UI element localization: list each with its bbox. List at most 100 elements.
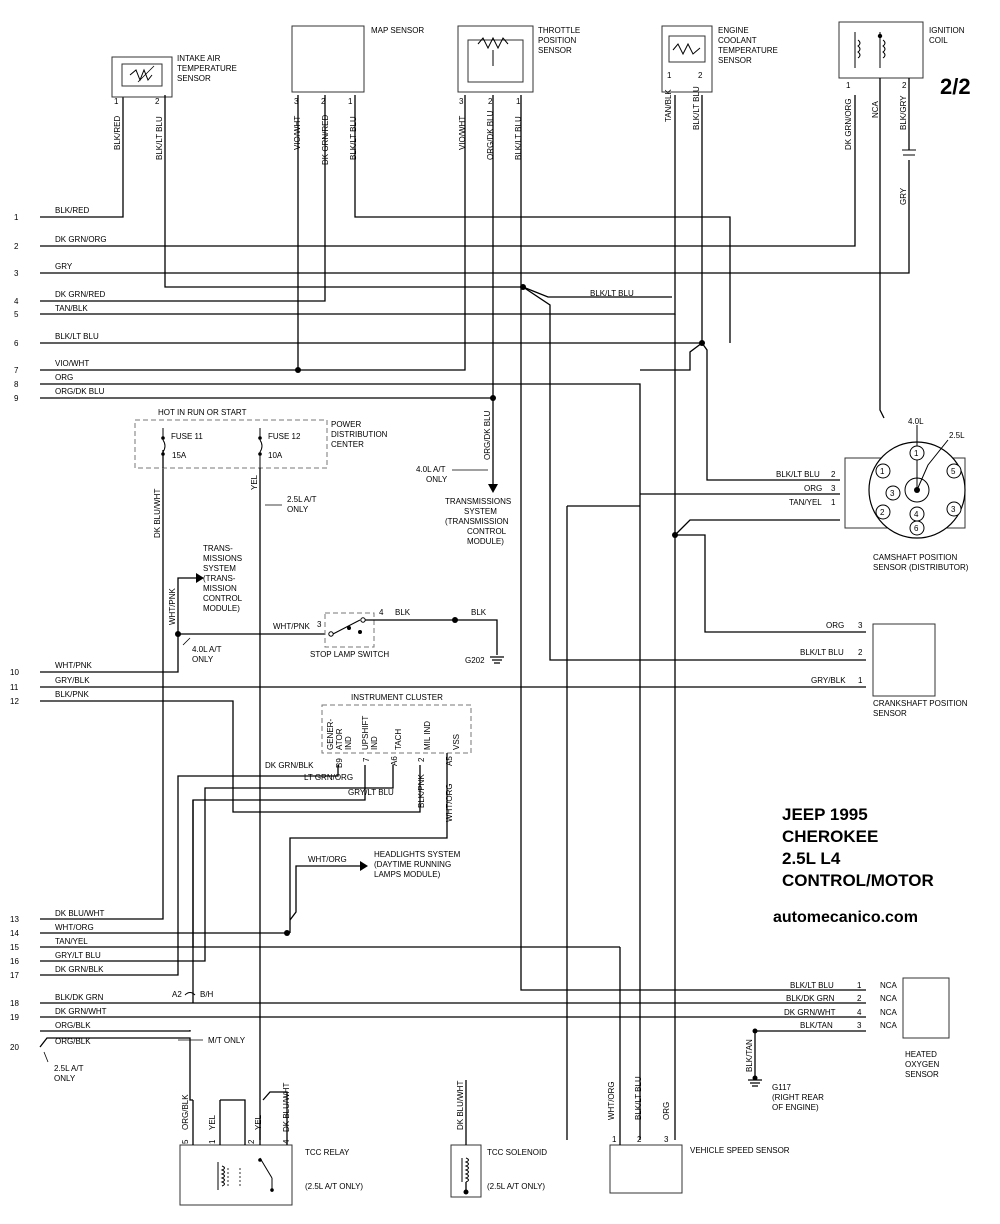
wire-label: DK GRN/RED bbox=[55, 290, 105, 299]
wire-label: ORG bbox=[55, 373, 73, 382]
label-line: POSITION bbox=[538, 36, 576, 45]
wire-label: TAN/BLK bbox=[55, 304, 88, 313]
label-line: CONTROL bbox=[203, 594, 243, 603]
nca-label: NCA bbox=[880, 981, 898, 990]
label-line: CRANKSHAFT POSITION bbox=[873, 699, 968, 708]
wire-label: VIO/WHT bbox=[55, 359, 89, 368]
terminal-number: 12 bbox=[10, 697, 19, 706]
pin-number: A6 bbox=[390, 756, 399, 766]
engine-coolant-temperature-sensor: ENGINE COOLANT TEMPERATURE SENSOR 1 2 TA… bbox=[661, 25, 778, 343]
wire-label: BLK/GRY bbox=[899, 95, 908, 130]
label-line: (RIGHT REAR bbox=[772, 1093, 824, 1102]
pin-number: 1 bbox=[516, 97, 521, 106]
wire-label: ORG/BLK bbox=[55, 1021, 91, 1030]
wire-label: ORG/BLK bbox=[181, 1094, 190, 1130]
nca-label: NCA bbox=[880, 1021, 898, 1030]
dist-terminal: 2 bbox=[880, 508, 885, 517]
terminal-number: 13 bbox=[10, 915, 19, 924]
wire-label: YEL bbox=[208, 1114, 217, 1130]
wire-label: VIO/WHT bbox=[458, 116, 467, 150]
wire-label: YEL bbox=[254, 1114, 263, 1130]
label-line: SENSOR bbox=[538, 46, 572, 55]
note-line: 2.5L A/T bbox=[54, 1064, 84, 1073]
headlights-system: WHT/ORG HEADLIGHTS SYSTEM (DAYTIME RUNNI… bbox=[289, 850, 461, 921]
nca-label: NCA bbox=[880, 1008, 898, 1017]
label-line: CAMSHAFT POSITION bbox=[873, 553, 958, 562]
connector-label: A2 bbox=[172, 990, 182, 999]
pin-number: 3 bbox=[294, 97, 299, 106]
wire-label: BLK/TAN bbox=[745, 1039, 754, 1072]
terminal-number: 11 bbox=[10, 683, 19, 692]
label-line: (DAYTIME RUNNING bbox=[374, 860, 451, 869]
wire-label: ORG bbox=[804, 484, 822, 493]
stop-lamp-switch: WHT/PNK 3 4 BLK BLK G202 STOP LAMP SWITC… bbox=[178, 608, 504, 665]
pin-number: 1 bbox=[831, 498, 836, 507]
note-line: 2.5L A/T bbox=[287, 495, 317, 504]
pin-number: 2 bbox=[698, 71, 703, 80]
label-line: INSTRUMENT CLUSTER bbox=[351, 693, 443, 702]
website: automecanico.com bbox=[773, 909, 918, 926]
pin-number: 2 bbox=[417, 757, 426, 762]
dist-terminal: 3 bbox=[951, 505, 956, 514]
note-line: ONLY bbox=[54, 1074, 76, 1083]
label-line: MAP SENSOR bbox=[371, 26, 424, 35]
instrument-cluster: INSTRUMENT CLUSTER GENER- ATOR IND UPSHI… bbox=[192, 693, 472, 1003]
pin-number: 1 bbox=[846, 81, 851, 90]
label-line: VEHICLE SPEED SENSOR bbox=[690, 1146, 790, 1155]
wire-label: DK GRN/WHT bbox=[784, 1008, 836, 1017]
pin-number: 4 bbox=[379, 608, 384, 617]
wire-label: TAN/YEL bbox=[55, 937, 88, 946]
label-line: TRANSMISSIONS bbox=[445, 497, 511, 506]
wire-label: BLK/DK GRN bbox=[55, 993, 104, 1002]
cluster-item: VSS bbox=[452, 734, 461, 750]
pin-number: 2 bbox=[858, 648, 863, 657]
pin-number: 3 bbox=[317, 620, 322, 629]
wire-label: BLK/PNK bbox=[55, 690, 89, 699]
wire-label: DK GRN/ORG bbox=[844, 98, 853, 150]
dist-terminal: 1 bbox=[880, 467, 885, 476]
note-line: ONLY bbox=[287, 505, 309, 514]
wire-label: DK BLU/WHT bbox=[153, 489, 162, 538]
tcc-relay: 5 1 2 4 ORG/BLK YEL YEL DK BLU/WHT TCC R… bbox=[179, 1083, 363, 1206]
pin-number: 7 bbox=[362, 757, 371, 762]
label-line: SENSOR bbox=[718, 56, 752, 65]
pin-number: 1 bbox=[857, 981, 862, 990]
dist-terminal: 3 bbox=[890, 489, 895, 498]
terminal-number: 14 bbox=[10, 929, 19, 938]
label-line: THROTTLE bbox=[538, 26, 580, 35]
wire-label: GRY/BLK bbox=[55, 676, 90, 685]
wire-label: WHT/PNK bbox=[55, 661, 93, 670]
label-line: INTAKE AIR bbox=[177, 54, 221, 63]
wire-label: BLK/LT BLU bbox=[55, 332, 99, 341]
wire-label: BLK/LT BLU bbox=[590, 289, 634, 298]
title-line: CHEROKEE bbox=[782, 827, 878, 846]
pin-number: 1 bbox=[858, 676, 863, 685]
pin-number: 3 bbox=[459, 97, 464, 106]
label-line: SYSTEM bbox=[464, 507, 497, 516]
terminal-number: 8 bbox=[14, 380, 19, 389]
terminal-number: 16 bbox=[10, 957, 19, 966]
pin-number: 2 bbox=[831, 470, 836, 479]
label-line: SENSOR bbox=[873, 709, 907, 718]
terminal-number: 7 bbox=[14, 366, 19, 375]
label-line: SENSOR bbox=[177, 74, 211, 83]
label-line: CENTER bbox=[331, 440, 364, 449]
pin-number: 2 bbox=[247, 1139, 256, 1144]
pin-number: 1 bbox=[208, 1139, 217, 1144]
pin-number: B9 bbox=[335, 758, 344, 768]
note-line: ONLY bbox=[426, 475, 448, 484]
terminal-number: 15 bbox=[10, 943, 19, 952]
wire-label: BLK/LT BLU bbox=[692, 86, 701, 130]
label-line: HEADLIGHTS SYSTEM bbox=[374, 850, 461, 859]
wire-label: BLK/LT BLU bbox=[800, 648, 844, 657]
note-line: 4.0L A/T bbox=[416, 465, 446, 474]
terminal-number: 18 bbox=[10, 999, 19, 1008]
wire-label: BLK/RED bbox=[113, 116, 122, 150]
note-line: M/T ONLY bbox=[208, 1036, 246, 1045]
fuse-amp: 10A bbox=[268, 451, 283, 460]
wire-label: GRY/LT BLU bbox=[348, 788, 394, 797]
label-line: OF ENGINE) bbox=[772, 1103, 819, 1112]
wire-label: BLK/LT BLU bbox=[776, 470, 820, 479]
wire-label: BLK/LT BLU bbox=[634, 1076, 643, 1120]
wire-label: DK GRN/BLK bbox=[265, 761, 314, 770]
